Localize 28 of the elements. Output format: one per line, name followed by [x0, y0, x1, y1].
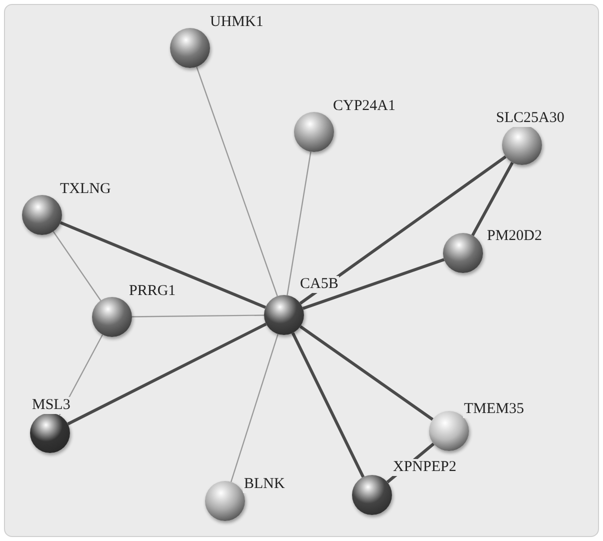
protein-node: [294, 112, 334, 152]
protein-node: [205, 481, 245, 521]
connector-line: [299, 155, 507, 305]
connector-line: [52, 231, 102, 301]
connector-line: [60, 221, 266, 309]
node-label: TMEM35: [463, 401, 525, 418]
protein-node: [502, 125, 542, 165]
protein-node: [264, 295, 304, 335]
connector-line: [300, 325, 434, 421]
connector-line: [471, 162, 514, 236]
connector-line: [302, 258, 445, 310]
connector-line: [67, 322, 267, 426]
protein-node: [352, 475, 392, 515]
connector-line: [132, 314, 264, 318]
node-label: BLNK: [243, 476, 286, 493]
connector-line: [291, 332, 365, 478]
node-label: XPNPEP2: [392, 459, 458, 476]
protein-node: [170, 28, 210, 68]
protein-node: [30, 413, 70, 453]
protein-node: [22, 195, 62, 235]
node-label: CA5B: [299, 276, 340, 293]
connector-line: [196, 66, 278, 296]
node-label: MSL3: [31, 397, 72, 414]
node-label: SLC25A30: [495, 110, 566, 127]
protein-node: [443, 233, 483, 273]
protein-node: [92, 297, 132, 337]
connector-line: [230, 334, 279, 482]
connector-line: [286, 152, 312, 296]
